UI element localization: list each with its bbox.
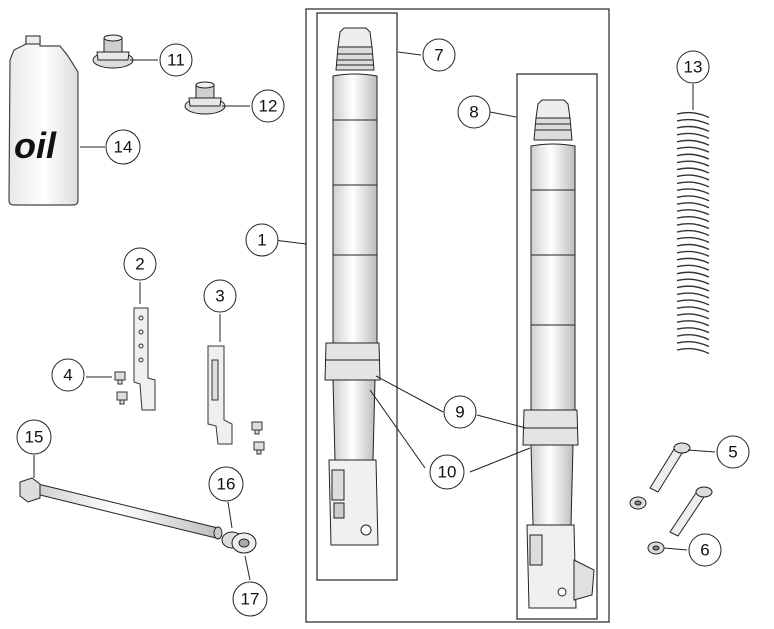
bracket-2 [133,307,156,411]
callout-11: 11 [159,43,193,77]
left-fork-frame [316,12,398,581]
svg-text:6: 6 [700,541,709,560]
callout-15: 15 [16,419,52,455]
bolts-5 [649,442,713,537]
svg-text:11: 11 [167,51,185,70]
top-cap-12 [184,81,226,115]
callout-3: 3 [203,279,237,313]
callout-4: 4 [51,358,85,392]
svg-text:14: 14 [114,138,133,157]
svg-text:15: 15 [25,428,44,447]
right-fork-frame [516,73,598,620]
top-cap-11 [92,34,134,69]
callout-17: 17 [232,581,268,617]
callout-16: 16 [208,466,244,502]
screws-bracket-3 [251,421,265,455]
fork-spring [676,111,710,355]
screws-4 [114,371,128,405]
svg-text:17: 17 [241,590,260,609]
svg-text:4: 4 [63,366,72,385]
svg-text:9: 9 [455,403,464,422]
callout-13: 13 [676,50,710,84]
spacer-16 [221,531,257,554]
callout-9: 9 [443,395,477,429]
callout-2: 2 [123,247,157,281]
svg-text:8: 8 [469,103,478,122]
svg-text:12: 12 [259,97,278,116]
nuts-6 [629,496,665,555]
callout-5: 5 [716,435,750,469]
oil-bottle [8,35,79,206]
callout-7: 7 [422,38,456,72]
callouts: 1 2 3 4 5 6 7 8 9 10 11 12 13 14 15 16 1… [16,38,750,617]
callout-12: 12 [251,89,285,123]
svg-text:10: 10 [438,463,457,482]
axle-15 [19,477,223,540]
callout-14: 14 [105,129,141,165]
svg-text:13: 13 [684,58,703,77]
callout-6: 6 [688,533,722,567]
fork-assembly-frame [305,8,610,623]
callout-10: 10 [429,454,465,490]
svg-text:5: 5 [728,443,737,462]
left-fork-leg [324,27,381,546]
callout-8: 8 [457,95,491,129]
bracket-3 [207,345,233,445]
right-fork-leg [522,99,595,609]
oil-label: oil [14,125,57,166]
callout-1: 1 [245,223,279,257]
svg-text:2: 2 [135,255,144,274]
leader-lines [33,51,716,581]
svg-text:1: 1 [257,231,266,250]
svg-text:3: 3 [215,287,224,306]
svg-text:7: 7 [434,46,443,65]
svg-text:16: 16 [217,475,236,494]
